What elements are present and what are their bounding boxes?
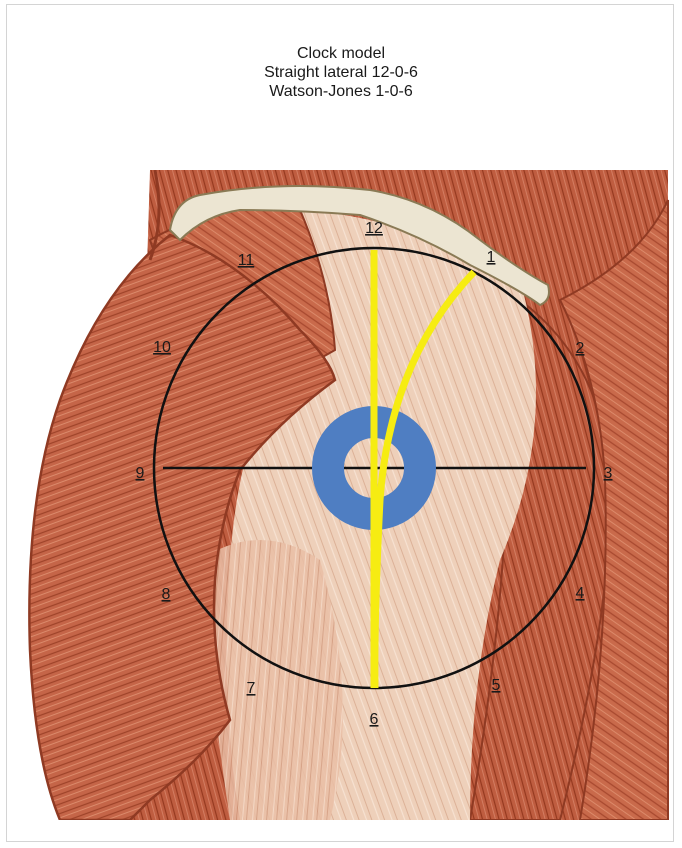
clock-label-10: 10 xyxy=(153,339,171,356)
clock-label-6: 6 xyxy=(370,711,379,728)
clock-label-8: 8 xyxy=(162,586,171,603)
clock-label-11: 11 xyxy=(238,252,255,269)
clock-label-12: 12 xyxy=(365,220,383,237)
clock-label-4: 4 xyxy=(576,585,585,602)
clock-label-3: 3 xyxy=(604,465,613,482)
clock-label-2: 2 xyxy=(576,340,585,357)
clock-label-5: 5 xyxy=(492,677,501,694)
clock-label-1: 1 xyxy=(487,249,496,266)
clock-label-9: 9 xyxy=(136,465,145,482)
clock-label-7: 7 xyxy=(247,680,256,697)
